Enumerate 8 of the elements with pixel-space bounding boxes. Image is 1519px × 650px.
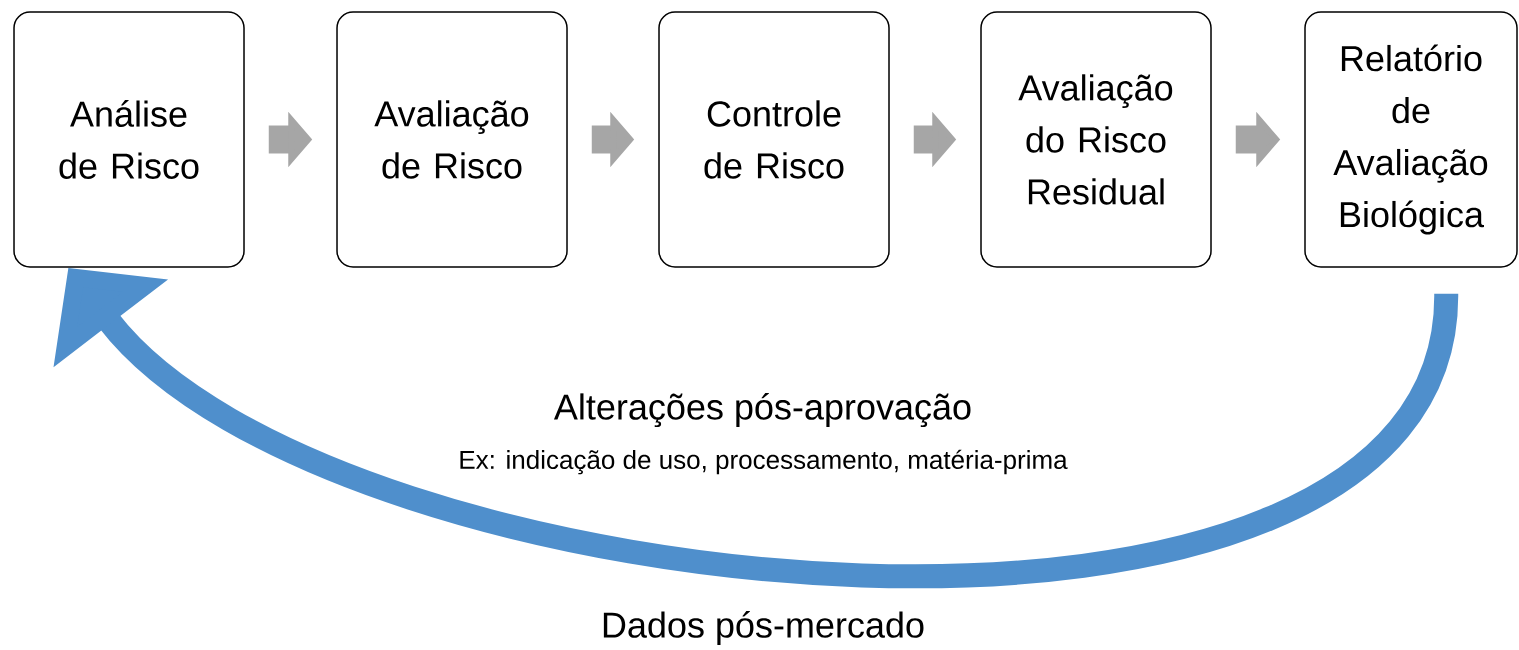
process-box: Avaliação do Risco Residual <box>980 11 1212 268</box>
process-box: Controle de Risco <box>658 11 890 268</box>
caption-text: Dados pós-mercado <box>603 611 924 645</box>
process-box: Avaliação de Risco <box>336 11 568 268</box>
process-box: Relatório de Avaliação Biológica <box>1304 11 1518 268</box>
caption-text: Alterações pós-aprovação <box>553 392 971 428</box>
process-box: Análise de Risco <box>13 11 245 268</box>
note-text: Ex: indicação de uso, processamento, matéria-prima <box>460 449 1068 475</box>
